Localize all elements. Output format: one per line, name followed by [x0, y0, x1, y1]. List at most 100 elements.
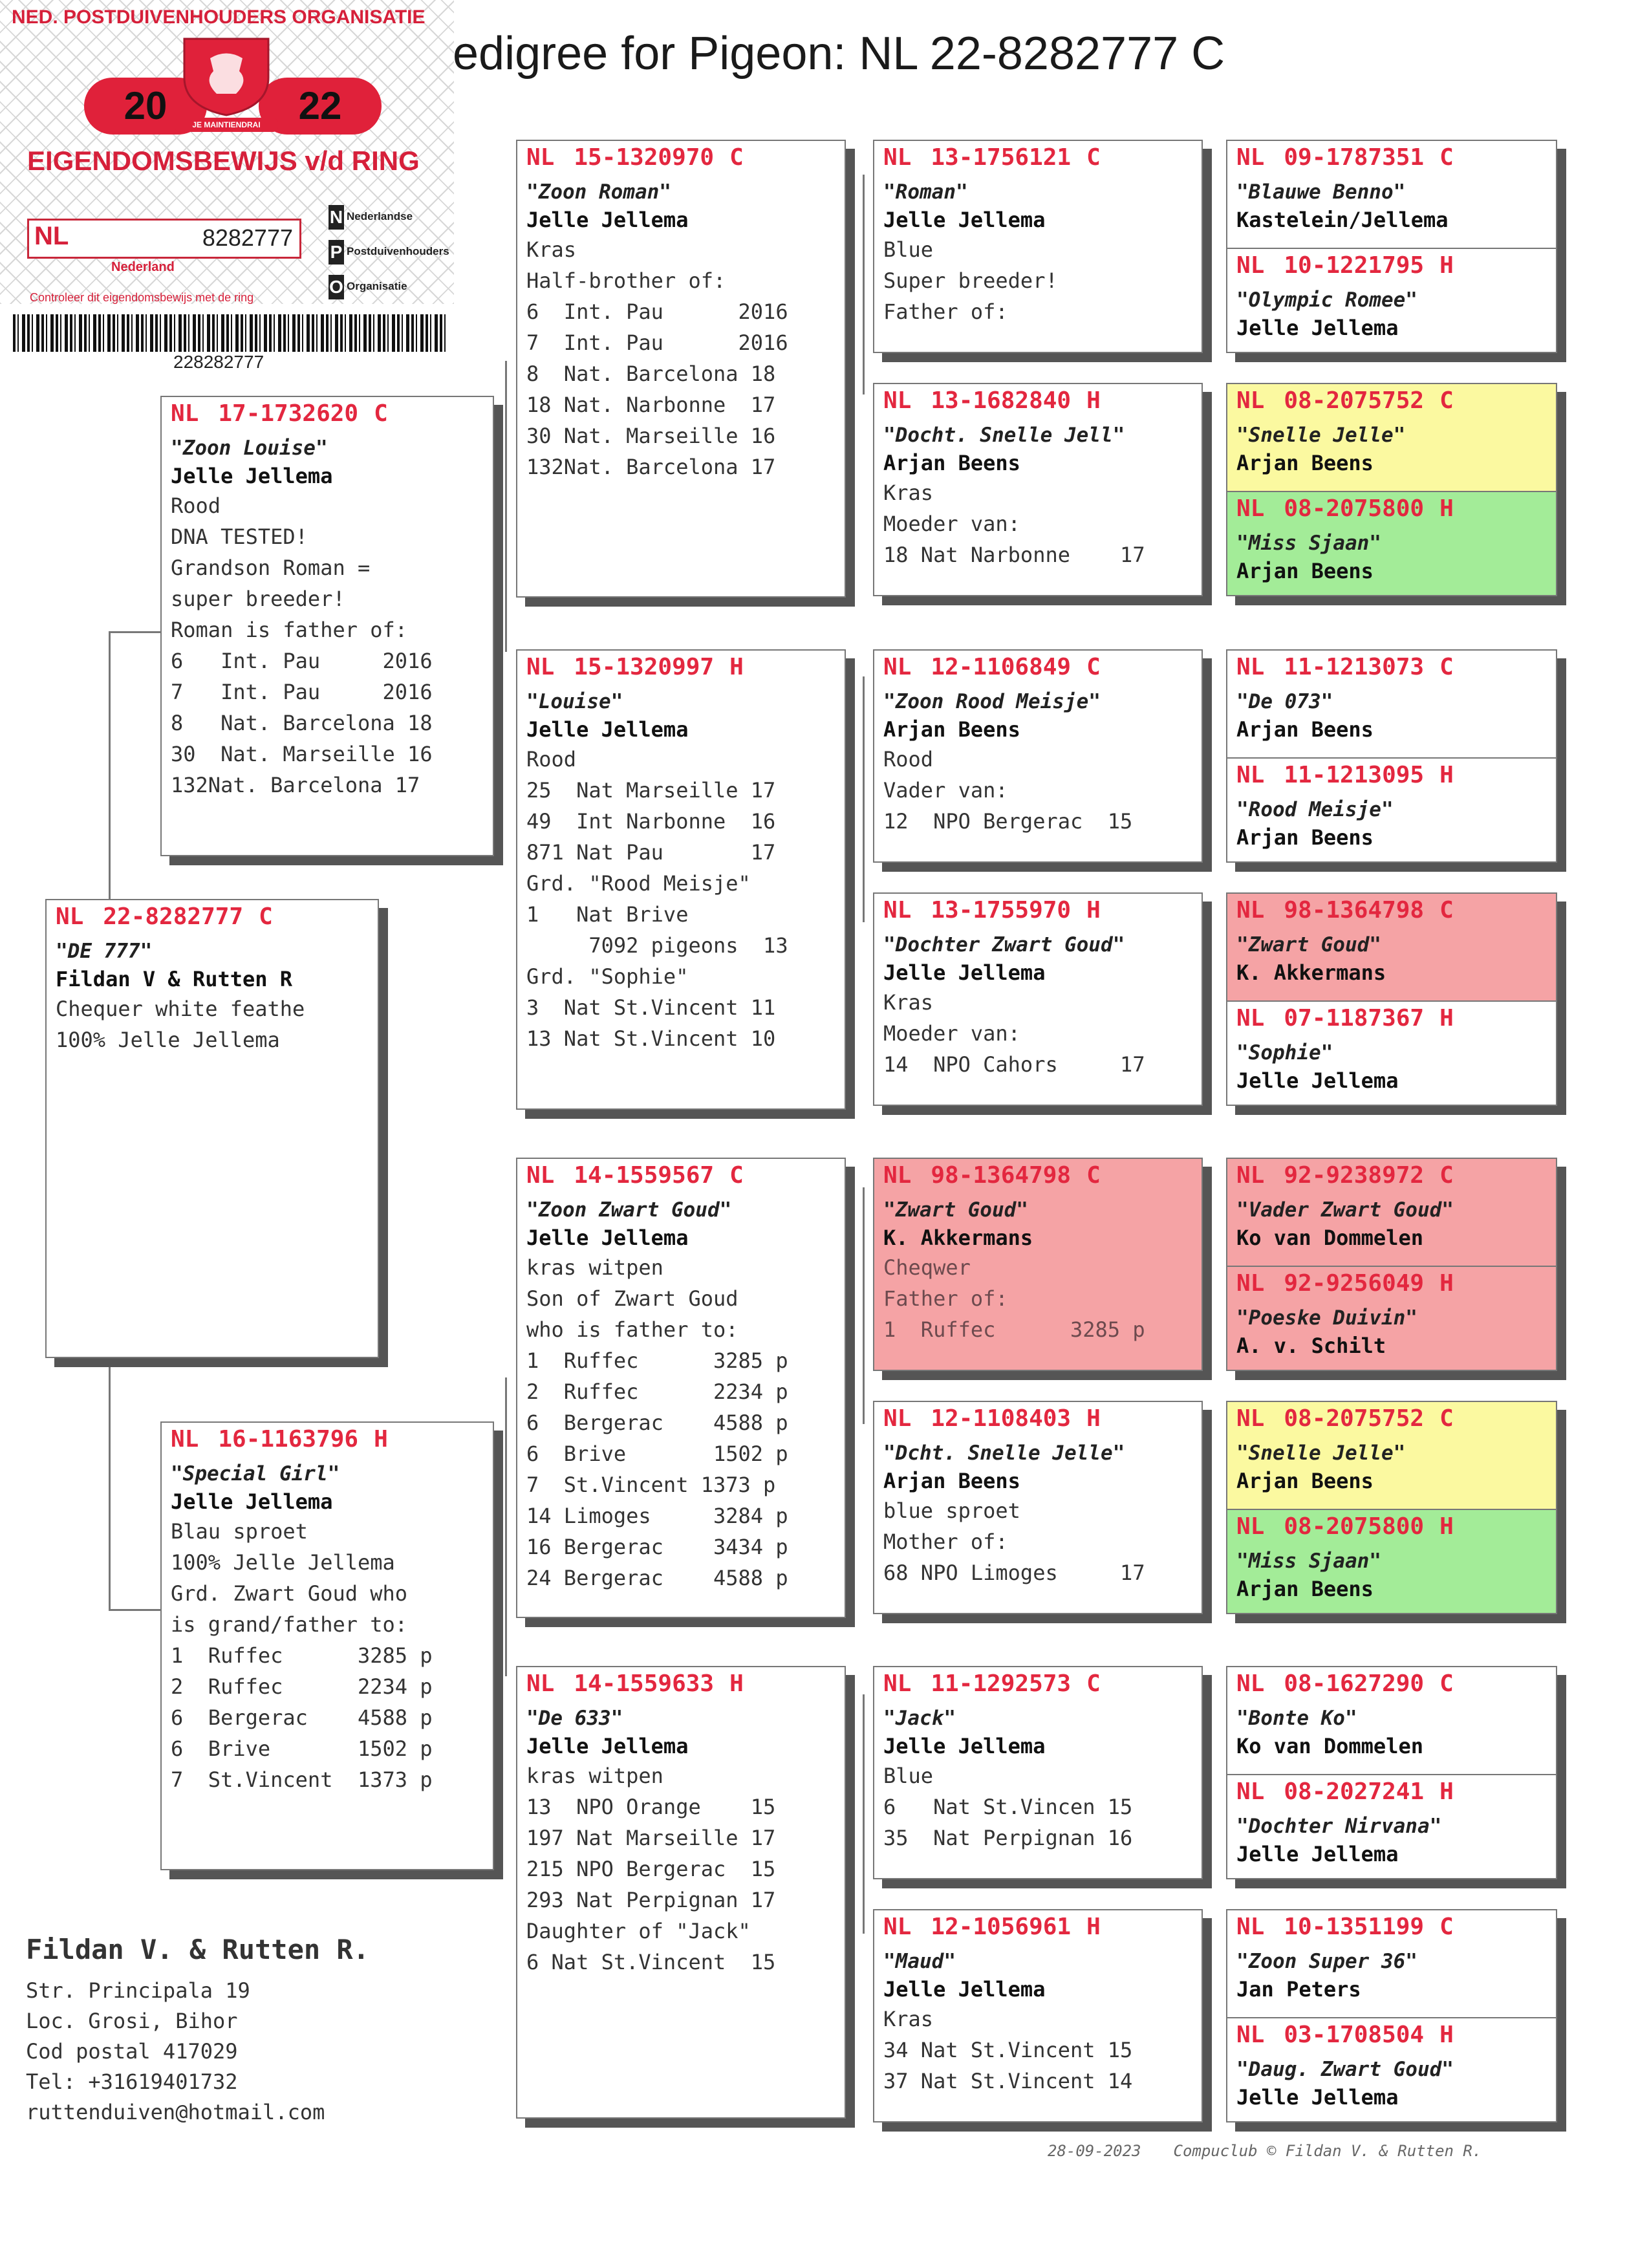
- info-line: 18 Nat Narbonne 17: [883, 543, 1145, 567]
- connector: [109, 1609, 160, 1611]
- pigeon-name: "Zoon Roman": [526, 180, 671, 204]
- info-line: Son of Zwart Goud: [526, 1286, 738, 1311]
- pigeon-name: "Miss Sjaan": [1236, 532, 1381, 555]
- info-line: 132Nat. Barcelona 17: [526, 455, 776, 479]
- info-line: kras witpen: [526, 1255, 663, 1280]
- owner: Ko van Dommelen: [1236, 1734, 1423, 1758]
- connector: [863, 676, 865, 922]
- info-line: Super breeder!: [883, 268, 1058, 293]
- info-line: 2 Ruffec 2234 p: [526, 1379, 788, 1404]
- info-line: 68 NPO Limoges 17: [883, 1561, 1145, 1585]
- info-line: 14 NPO Cahors 17: [883, 1052, 1145, 1077]
- info-line: Chequer white feathe: [56, 997, 305, 1021]
- pigeon-name: "Bonte Ko": [1236, 1707, 1357, 1730]
- pigeon-name: "Zoon Rood Meisje": [883, 690, 1101, 713]
- info-line: 7 Int. Pau 2016: [526, 330, 788, 355]
- info-line: DNA TESTED!: [171, 524, 308, 549]
- pigeon-name: "Roman": [883, 180, 968, 204]
- info-line: 6 Brive 1502 p: [526, 1442, 788, 1466]
- connector: [505, 1377, 507, 1676]
- owner: Jelle Jellema: [171, 1489, 333, 1514]
- owner: Jelle Jellema: [883, 960, 1046, 985]
- info-line: 8 Nat. Barcelona 18: [171, 711, 433, 735]
- connector: [863, 1187, 865, 1424]
- info-line: Grandson Roman =: [171, 556, 371, 580]
- pigeon-name: "Jack": [883, 1707, 956, 1730]
- owner: Jelle Jellema: [171, 464, 333, 488]
- info-line: 6 Nat St.Vincen 15: [883, 1795, 1133, 1819]
- owner: Arjan Beens: [883, 1469, 1020, 1493]
- info-line: Daughter of "Jack": [526, 1919, 751, 1943]
- page-title: edigree for Pigeon: NL 22-8282777 C: [453, 28, 1225, 80]
- pigeon-name: "DE 777": [56, 940, 153, 963]
- owner: Arjan Beens: [1236, 825, 1374, 850]
- info-line: 13 Nat St.Vincent 10: [526, 1026, 776, 1051]
- pigeon-name: "Zwart Goud": [1236, 933, 1381, 956]
- info-line: 24 Bergerac 4588 p: [526, 1566, 788, 1590]
- owner-contact-block: Fildan V. & Rutten R. Str. Principala 19…: [26, 1934, 369, 2128]
- info-line: Rood: [171, 493, 221, 518]
- owner: K. Akkermans: [1236, 960, 1386, 985]
- info-line: 100% Jelle Jellema: [56, 1028, 280, 1052]
- info-line: 1 Ruffec 3285 p: [171, 1643, 433, 1668]
- owner: Jelle Jellema: [1236, 316, 1399, 340]
- owner-name: Fildan V. & Rutten R.: [26, 1934, 370, 1965]
- info-line: Grd. Zwart Goud who: [171, 1581, 408, 1606]
- ownership-heading: EIGENDOMSBEWIJS v/d RING: [27, 146, 420, 176]
- owner: Jelle Jellema: [883, 1977, 1046, 2002]
- connector: [863, 175, 865, 394]
- info-line: 293 Nat Perpignan 17: [526, 1888, 776, 1912]
- info-line: kras witpen: [526, 1764, 663, 1788]
- connector: [863, 1694, 865, 1934]
- info-line: 34 Nat St.Vincent 15: [883, 2038, 1133, 2062]
- pigeon-name: "De 633": [526, 1707, 623, 1730]
- info-line: 8 Nat. Barcelona 18: [526, 362, 776, 386]
- info-line: 7 Int. Pau 2016: [171, 680, 433, 704]
- info-line: 37 Nat St.Vincent 14: [883, 2069, 1133, 2093]
- pigeon-name: "Zoon Louise": [171, 437, 328, 460]
- ring-ownership-card: NED. POSTDUIVENHOUDERS ORGANISATIE 20 22…: [0, 0, 454, 382]
- pigeon-name: "Special Girl": [171, 1462, 340, 1485]
- owner: Arjan Beens: [1236, 1577, 1374, 1601]
- info-line: 2 Ruffec 2234 p: [171, 1674, 433, 1699]
- owner: K. Akkermans: [883, 1226, 1033, 1250]
- email: ruttenduiven@hotmail.com: [26, 2100, 325, 2124]
- pigeon-name: "Dcht. Snelle Jelle": [883, 1442, 1125, 1465]
- info-line: 6 Int. Pau 2016: [171, 649, 433, 673]
- owner: Jelle Jellema: [526, 1734, 689, 1758]
- pigeon-name: "Blauwe Benno": [1236, 180, 1406, 204]
- info-line: Vader van:: [883, 778, 1008, 803]
- pigeon-name: "De 073": [1236, 690, 1333, 713]
- pigeon-name: "Zoon Zwart Goud": [526, 1198, 732, 1222]
